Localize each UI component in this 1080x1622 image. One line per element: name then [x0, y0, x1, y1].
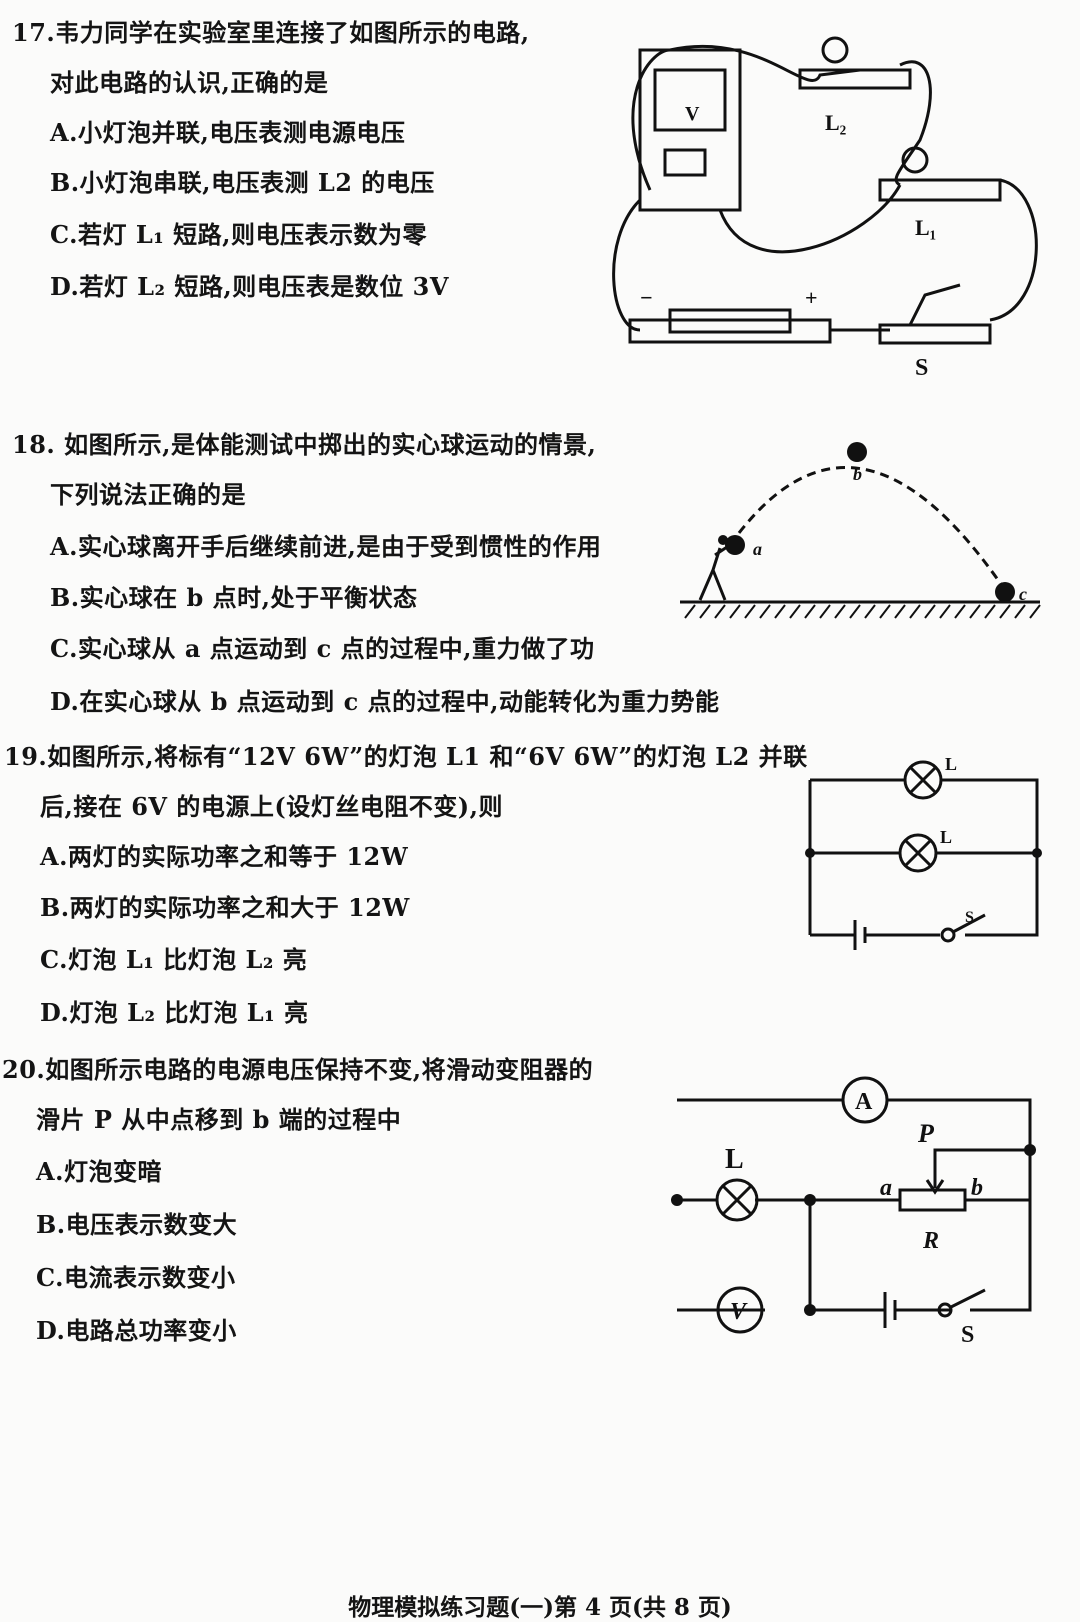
point-b-label: b: [853, 464, 862, 484]
lamp-l1-label: L: [945, 754, 957, 774]
l2-label: L₂: [825, 110, 847, 135]
q17-option-b: B.小灯泡串联,电压表测 L2 的电压: [50, 168, 435, 197]
q19-option-d: D.灯泡 L₂ 比灯泡 L₁ 亮: [40, 998, 309, 1027]
q20-option-c: C.电流表示数变小: [36, 1263, 236, 1292]
lamp-l2-label: L: [940, 827, 952, 847]
q17-stem-line2: 对此电路的认识,正确的是: [50, 68, 329, 97]
q17-option-c: C.若灯 L₁ 短路,则电压表示数为零: [50, 220, 427, 249]
resistor-r-label: R: [922, 1228, 939, 1254]
q17-option-a: A.小灯泡并联,电压表测电源电压: [50, 118, 406, 147]
q18-stem-line2: 下列说法正确的是: [50, 480, 246, 509]
q18-option-b: B.实心球在 b 点时,处于平衡状态: [50, 583, 418, 612]
voltmeter-label: V: [730, 1299, 748, 1325]
q19-parallel-circuit-figure: L L S: [805, 754, 1042, 950]
q17-circuit-figure: V L₂ L₁ − + S: [612, 36, 1038, 381]
q20-stem-line2: 滑片 P 从中点移到 b 端的过程中: [36, 1105, 402, 1134]
q19-stem-line1: 19.如图所示,将标有“12V 6W”的灯泡 L1 和“6V 6W”的灯泡 L2…: [4, 742, 808, 771]
switch-label: S: [965, 909, 974, 926]
end-b-label: b: [971, 1175, 983, 1201]
q17-stem-line1: 17.韦力同学在实验室里连接了如图所示的电路,: [12, 18, 530, 47]
q20-option-b: B.电压表示数变大: [36, 1210, 238, 1239]
ammeter-label: A: [855, 1089, 873, 1115]
point-c-label: c: [1019, 584, 1027, 604]
q18-option-a: A.实心球离开手后继续前进,是由于受到惯性的作用: [50, 532, 602, 561]
q20-option-d: D.电路总功率变小: [36, 1316, 237, 1345]
q19-option-c: C.灯泡 L₁ 比灯泡 L₂ 亮: [40, 945, 308, 974]
switch-label: S: [961, 1322, 974, 1348]
q19-option-a: A.两灯的实际功率之和等于 12W: [40, 842, 409, 871]
plus-label: +: [805, 285, 818, 310]
switch-label: S: [915, 355, 928, 381]
end-a-label: a: [880, 1175, 892, 1201]
voltmeter-label: V: [685, 103, 700, 125]
q19-stem-line2: 后,接在 6V 的电源上(设灯丝电阻不变),则: [40, 792, 503, 821]
q18-trajectory-figure: a b c: [680, 442, 1041, 619]
q20-rheostat-circuit-figure: A V L P a b R S: [671, 1076, 1036, 1348]
slider-p-label: P: [917, 1119, 935, 1148]
l1-label: L₁: [915, 215, 936, 240]
q20-stem-line1: 20.如图所示电路的电源电压保持不变,将滑动变阻器的: [2, 1055, 594, 1084]
point-a-label: a: [753, 539, 762, 559]
q20-option-a: A.灯泡变暗: [36, 1157, 162, 1186]
page-footer: 物理模拟练习题(一)第 4 页(共 8 页): [348, 1594, 732, 1621]
q19-option-b: B.两灯的实际功率之和大于 12W: [40, 893, 410, 922]
lamp-label: L: [725, 1144, 744, 1175]
minus-label: −: [640, 285, 653, 310]
q18-option-d: D.在实心球从 b 点运动到 c 点的过程中,动能转化为重力势能: [50, 687, 720, 716]
q18-stem-line1: 18. 如图所示,是体能测试中掷出的实心球运动的情景,: [12, 430, 597, 459]
q18-option-c: C.实心球从 a 点运动到 c 点的过程中,重力做了功: [50, 634, 595, 663]
q17-option-d: D.若灯 L₂ 短路,则电压表是数位 3V: [50, 272, 449, 301]
